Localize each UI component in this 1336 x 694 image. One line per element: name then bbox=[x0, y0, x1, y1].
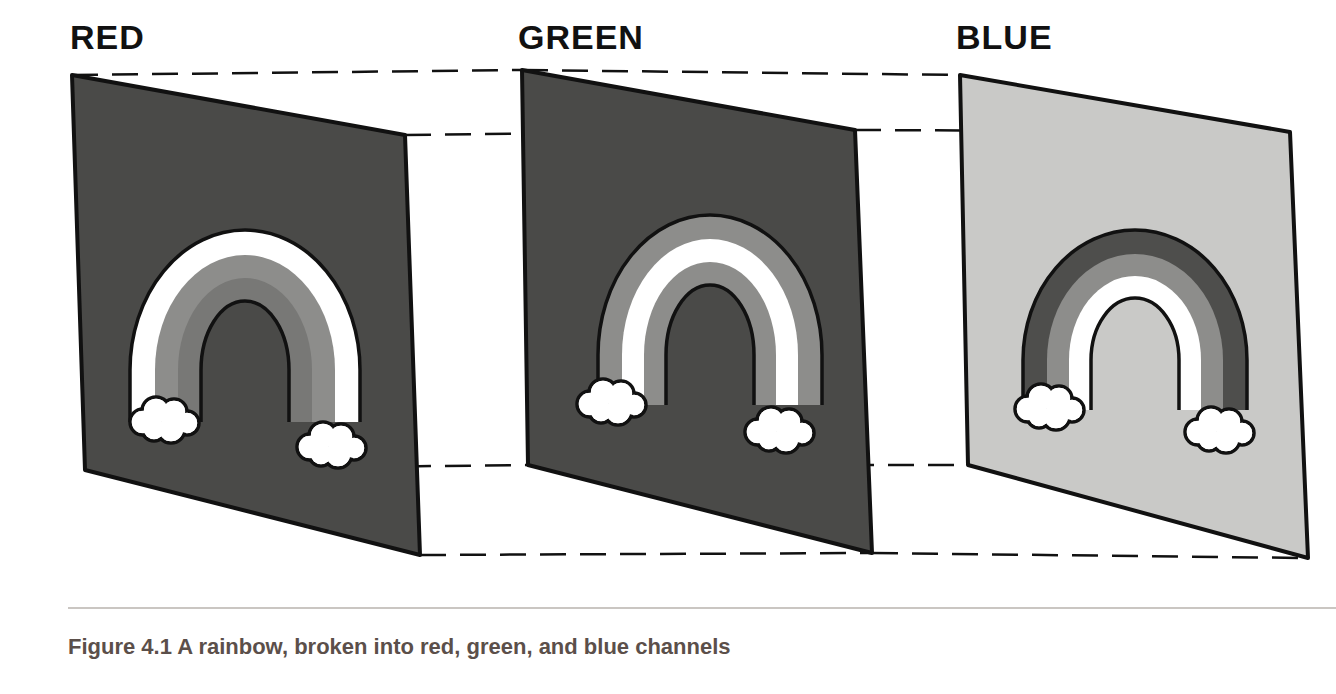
cloud bbox=[1015, 384, 1084, 430]
rainbow-outline bbox=[666, 285, 754, 405]
channel-label: BLUE bbox=[956, 20, 1053, 54]
cloud bbox=[130, 397, 199, 443]
channel-plane bbox=[522, 70, 872, 553]
dashed-connector bbox=[72, 70, 872, 555]
rainbow-outline bbox=[598, 215, 822, 405]
cloud bbox=[577, 379, 646, 425]
panel-illustration bbox=[70, 20, 425, 560]
rainbow-outline bbox=[1091, 298, 1179, 410]
rainbow-hole bbox=[666, 285, 754, 407]
channel-plane bbox=[960, 75, 1308, 558]
channel-label: GREEN bbox=[518, 20, 644, 54]
caption-rule bbox=[68, 607, 1336, 609]
panel-illustration bbox=[518, 20, 878, 560]
channel-plane bbox=[72, 75, 420, 555]
cloud-fill bbox=[759, 429, 779, 449]
cloud-fill bbox=[1029, 406, 1049, 426]
rainbow-hole bbox=[1091, 298, 1179, 412]
rainbow-outline bbox=[201, 301, 289, 422]
cloud-fill bbox=[1199, 429, 1219, 449]
rainbow-outline bbox=[130, 230, 360, 422]
rainbow-hole bbox=[201, 301, 289, 424]
rainbow bbox=[598, 215, 822, 407]
channel-panel: GREEN bbox=[518, 20, 878, 560]
panel-illustration bbox=[956, 20, 1316, 565]
cloud-fill bbox=[591, 401, 611, 421]
cloud bbox=[745, 407, 814, 453]
rainbow-outline bbox=[1023, 230, 1247, 410]
dashed-connector bbox=[522, 70, 1308, 558]
cloud-fill bbox=[311, 444, 331, 464]
cloud-fill bbox=[144, 419, 164, 439]
cloud bbox=[297, 422, 366, 468]
channel-label: RED bbox=[70, 20, 145, 54]
cloud bbox=[1185, 407, 1254, 453]
channel-panel: RED bbox=[70, 20, 425, 560]
figure-caption: Figure 4.1 A rainbow, broken into red, g… bbox=[68, 634, 731, 660]
rainbow bbox=[130, 230, 360, 424]
rainbow bbox=[1023, 230, 1247, 412]
channel-panel: BLUE bbox=[956, 20, 1316, 565]
